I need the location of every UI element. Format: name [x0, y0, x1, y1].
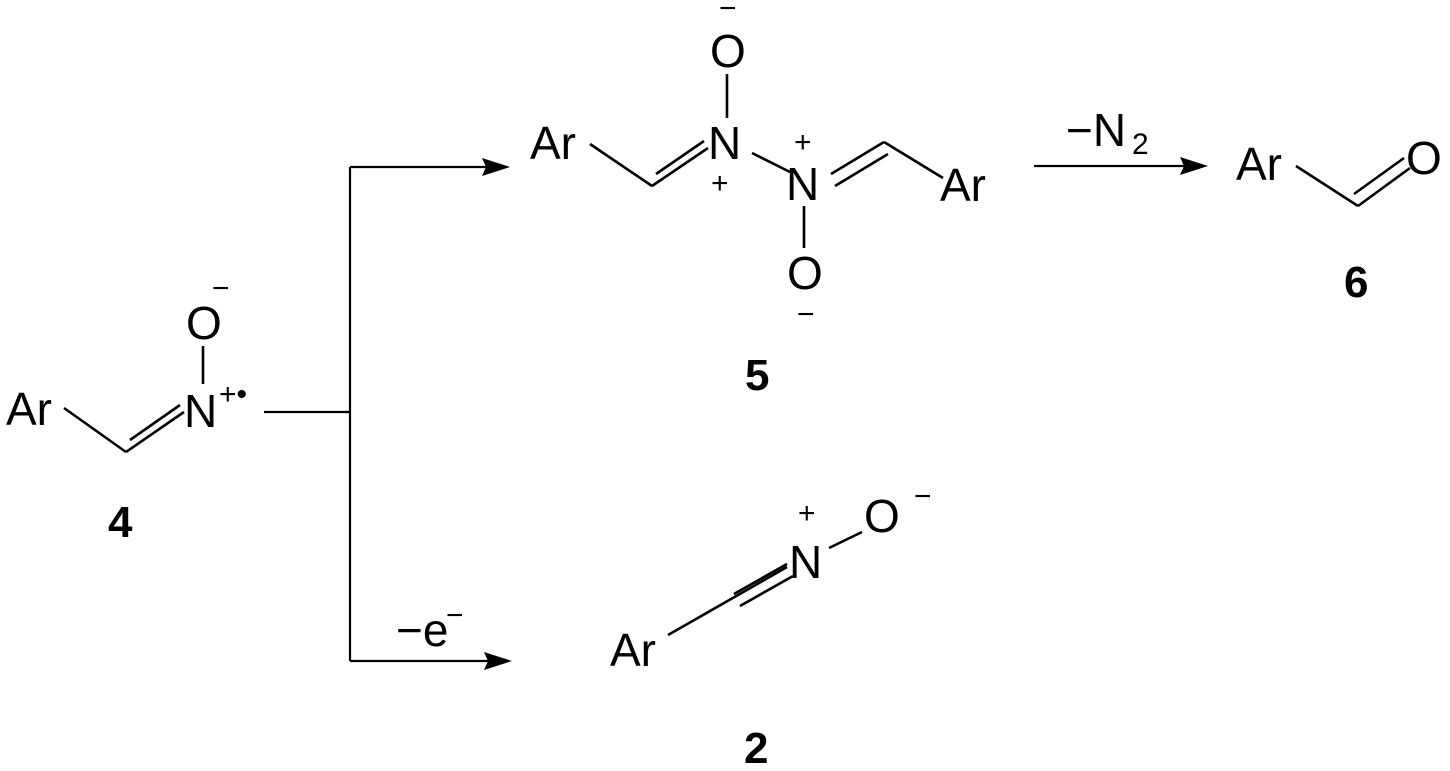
c5-label: 5: [745, 351, 769, 400]
c5-nc-double-right-b: [834, 152, 889, 188]
c6-label: 6: [1344, 258, 1368, 307]
c5-cn-double-left-a: [651, 146, 709, 188]
arrow-to-2-head: [484, 652, 512, 670]
c5-n2-atom: N: [786, 158, 819, 210]
arrow-to-6-head: [1180, 157, 1208, 175]
compound-6: Ar O 6: [1236, 132, 1442, 307]
reagent-n2-subscript: 2: [1132, 128, 1149, 161]
c6-ar-c-bond: [1295, 164, 1359, 208]
arrow-to-5-head: [482, 158, 510, 176]
c4-ar-group: Ar: [6, 383, 52, 435]
compound-4: Ar N +• O − 4: [6, 272, 247, 547]
c6-co-double-b: [1353, 156, 1405, 196]
c5-n1-atom: N: [708, 117, 741, 169]
c2-o-atom: O: [864, 490, 900, 542]
c2-n-charge: +: [798, 497, 816, 530]
c6-ar-group: Ar: [1236, 138, 1282, 190]
c4-cn-double-bond-a: [125, 410, 185, 454]
c5-o-bottom-charge: −: [797, 298, 815, 331]
c4-o-atom: O: [186, 297, 222, 349]
c5-cn-double-left-b: [655, 139, 705, 176]
c5-ar-left: Ar: [530, 117, 576, 169]
c6-co-double-a: [1357, 166, 1411, 208]
reagent-minus-n2: −N: [1066, 104, 1126, 156]
c2-cn-triple-a: [667, 565, 788, 637]
c2-no-bond: [828, 530, 863, 550]
branch-connector: [264, 158, 512, 670]
c5-o-bottom: O: [787, 247, 823, 299]
c5-o-top: O: [710, 25, 746, 77]
c4-cn-double-bond-b: [129, 403, 181, 442]
c5-ar-right: Ar: [940, 159, 986, 211]
c4-n-atom: N: [184, 385, 217, 437]
compound-5: Ar N + O − N + Ar O − 5: [530, 0, 986, 400]
c2-ar-group: Ar: [610, 624, 656, 676]
c5-n2-charge: +: [794, 126, 812, 159]
c5-c-ar-bond-right: [883, 140, 944, 180]
c6-o-atom: O: [1406, 132, 1442, 184]
reagent-electron-loss: −e −: [396, 599, 464, 656]
compound-2: Ar N + O − 2: [610, 480, 932, 771]
c2-n-atom: N: [789, 536, 822, 588]
c2-cn-triple-c: [733, 562, 788, 596]
c5-o-top-charge: −: [719, 0, 737, 25]
reagent-e-charge: −: [446, 599, 464, 632]
c2-label: 2: [744, 724, 768, 771]
c4-n-charge: +•: [219, 378, 247, 411]
c5-ar-c-bond-left: [589, 142, 653, 188]
c5-nn-bond: [751, 151, 791, 174]
c4-ar-c-bond: [63, 406, 127, 454]
arrow-5-to-6: −N 2: [1034, 104, 1208, 175]
c2-o-charge: −: [914, 480, 932, 513]
reagent-minus-e: −e: [396, 604, 448, 656]
c4-label: 4: [108, 498, 133, 547]
c5-nc-double-right-a: [830, 140, 885, 176]
c5-n1-charge: +: [711, 167, 729, 200]
c4-o-charge: −: [212, 272, 230, 305]
c2-cn-triple-b: [739, 574, 794, 608]
